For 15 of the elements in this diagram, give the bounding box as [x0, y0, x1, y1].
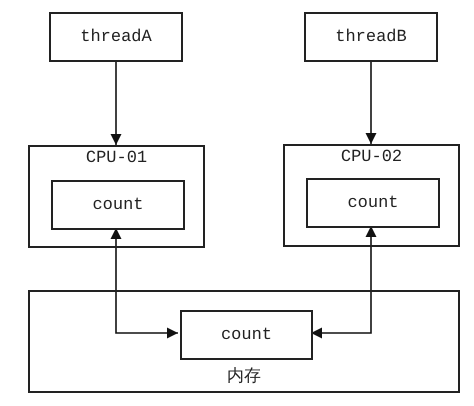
value-box: count [306, 178, 440, 228]
thread-box: threadB [304, 12, 438, 62]
value-box: count [51, 180, 185, 230]
box-heading: CPU-02 [340, 148, 402, 167]
arrow [110, 228, 178, 339]
box-label: 内存 [227, 365, 261, 387]
box-heading: CPU-01 [86, 149, 148, 168]
arrow [311, 226, 377, 339]
value-box: count [180, 310, 313, 360]
arrow [110, 62, 122, 145]
arrow [365, 62, 377, 144]
cpu-box [283, 144, 460, 247]
cpu-box [28, 145, 205, 248]
memory-box [28, 290, 460, 393]
thread-box: threadA [49, 12, 183, 62]
